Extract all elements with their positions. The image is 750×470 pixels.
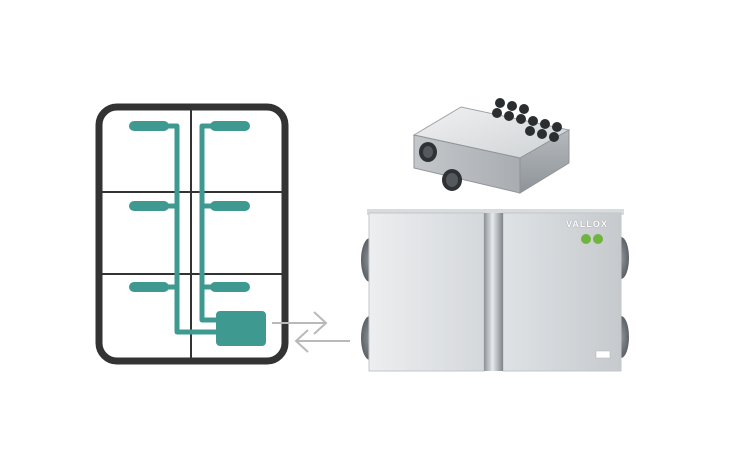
vent-right-top <box>210 121 250 131</box>
vents <box>129 121 250 292</box>
unit-center-strip <box>484 213 503 371</box>
rating-label <box>595 350 611 359</box>
unit-right-panel <box>502 212 622 372</box>
arrow-left-icon <box>294 329 350 353</box>
eco-badge-icon <box>581 234 591 244</box>
unit-left-panel <box>368 212 485 372</box>
house-ventilation-unit <box>216 311 266 346</box>
duct-spigots <box>492 98 562 142</box>
vent-left-low <box>129 282 169 292</box>
arrow-right-icon <box>272 311 328 335</box>
eco-badge-icon <box>593 234 603 244</box>
vent-left-mid <box>129 201 169 211</box>
vent-right-mid <box>210 201 250 211</box>
vent-left-top <box>129 121 169 131</box>
vent-right-low <box>210 282 250 292</box>
building-outline <box>95 103 289 365</box>
brand-logo: VALLOX <box>566 219 608 229</box>
